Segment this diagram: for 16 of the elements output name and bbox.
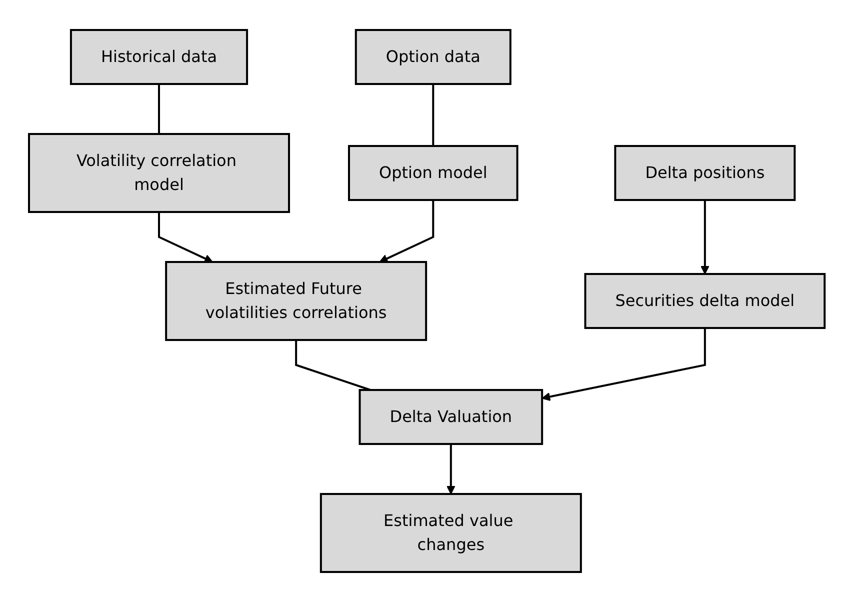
arrow xyxy=(158,212,214,262)
node-box: Securities delta model xyxy=(584,272,826,328)
node-box: Estimated Future volatilities correlations xyxy=(165,260,428,340)
arrow xyxy=(542,328,706,401)
node-box: Option data xyxy=(355,28,512,84)
node-box: Option model xyxy=(348,144,518,200)
arrow xyxy=(379,200,434,262)
node-box: Delta positions xyxy=(614,144,796,200)
connector xyxy=(158,84,160,134)
arrow xyxy=(700,200,710,274)
connector xyxy=(432,84,434,146)
node-box: Estimated value changes xyxy=(320,492,582,572)
node-box: Historical data xyxy=(70,28,248,84)
node-box: Delta Valuation xyxy=(358,388,544,444)
node-box: Volatility correlation model xyxy=(28,132,290,212)
arrow xyxy=(446,444,456,494)
